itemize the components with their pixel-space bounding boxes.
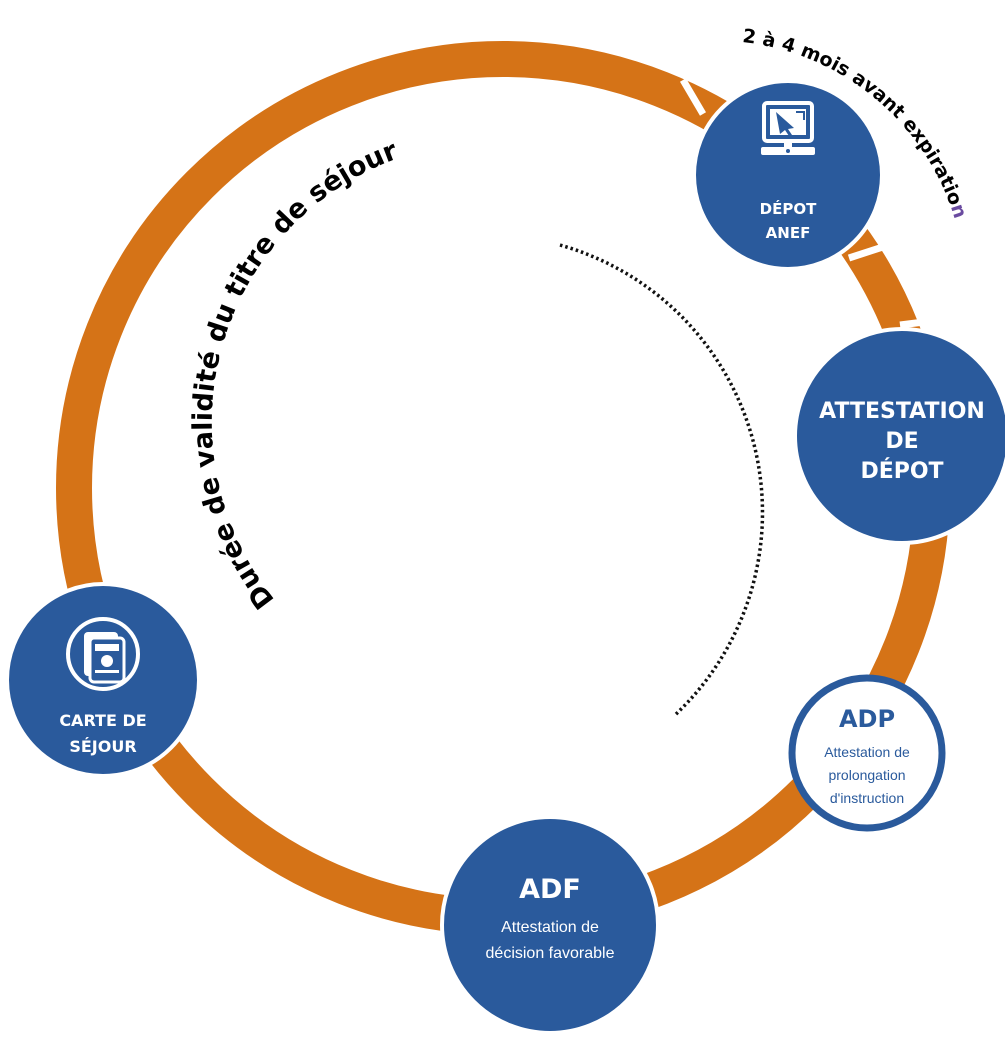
node-adf: ADF Attestation de décision favorable [440, 815, 660, 1035]
adp-sub3: d'instruction [830, 790, 904, 806]
attestation-depot-line1: ATTESTATION [819, 399, 985, 424]
node-carte-sejour: CARTE DE SÉJOUR [5, 582, 201, 778]
node-attestation-depot: ATTESTATION DE DÉPOT [793, 327, 1005, 545]
carte-sejour-line2: SÉJOUR [69, 737, 136, 756]
node-adp: ADP Attestation de prolongation d'instru… [788, 674, 946, 832]
validity-duration-label: Durée de validité du titre de séjour [188, 135, 402, 615]
computer-icon [761, 101, 815, 155]
adp-sub1: Attestation de [824, 744, 910, 760]
adf-title: ADF [519, 874, 581, 905]
depot-anef-line1: DÉPOT [760, 199, 817, 218]
node-depot-anef: DÉPOT ANEF [692, 79, 884, 271]
adp-title: ADP [839, 705, 895, 733]
validity-dotted-arc [559, 243, 765, 717]
ring-gap [847, 240, 894, 262]
attestation-depot-line3: DÉPOT [860, 458, 943, 484]
adf-sub2: décision favorable [486, 945, 615, 962]
timing-accent-letter: n [946, 201, 971, 221]
id-cards-icon [66, 617, 140, 691]
adf-sub1: Attestation de [501, 919, 599, 936]
ring-gap [679, 78, 707, 116]
adp-sub2: prolongation [828, 767, 905, 783]
validity-duration-text: Durée de validité du titre de séjour [188, 135, 402, 615]
attestation-depot-line2: DE [885, 429, 918, 454]
carte-sejour-line1: CARTE DE [59, 711, 146, 730]
ring-gap [899, 316, 941, 329]
depot-anef-line2: ANEF [766, 224, 811, 242]
